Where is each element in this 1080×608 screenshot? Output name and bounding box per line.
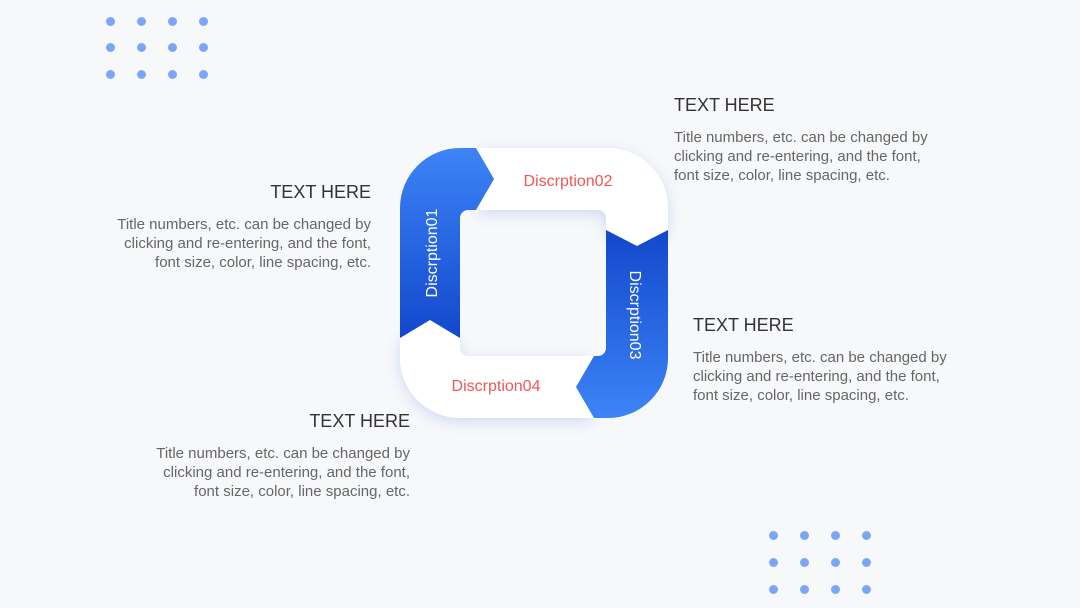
block-body: Title numbers, etc. can be changed by cl… bbox=[81, 215, 371, 272]
block-title: TEXT HERE bbox=[309, 411, 410, 431]
decorative-dot bbox=[800, 531, 809, 540]
decorative-dot bbox=[769, 531, 778, 540]
cycle-segment-3 bbox=[576, 230, 668, 418]
cycle-segment-1 bbox=[400, 148, 494, 338]
decorative-dot bbox=[106, 16, 115, 26]
block-body-line: clicking and re-entering, and the font, bbox=[693, 368, 940, 385]
decorative-dot bbox=[137, 69, 146, 79]
segment-label-1: Discrption01 bbox=[424, 208, 441, 297]
decorative-dot bbox=[831, 531, 840, 540]
segment-label-3: Discrption03 bbox=[626, 271, 643, 360]
text-block-2: TEXT HERE Title numbers, etc. can be cha… bbox=[674, 94, 964, 185]
cycle-segment-2 bbox=[476, 148, 668, 246]
decorative-dot bbox=[137, 16, 146, 26]
decorative-dot bbox=[168, 69, 177, 79]
segment-label-4: Discrption04 bbox=[452, 378, 541, 395]
decorative-dot bbox=[199, 43, 208, 52]
block-body-line: clicking and re-entering, and the font, bbox=[674, 148, 921, 165]
decorative-dot bbox=[831, 585, 840, 594]
decorative-dot bbox=[831, 558, 840, 567]
decorative-dot bbox=[800, 585, 809, 594]
block-body-line: Title numbers, etc. can be changed by bbox=[156, 445, 410, 462]
block-body-line: font size, color, line spacing, etc. bbox=[155, 254, 371, 271]
decorative-dot bbox=[862, 531, 871, 540]
cycle-segment-4 bbox=[400, 320, 594, 418]
decorative-dot bbox=[862, 558, 871, 567]
block-body-line: Title numbers, etc. can be changed by bbox=[117, 216, 371, 233]
decorative-dot bbox=[106, 69, 115, 79]
block-title: TEXT HERE bbox=[693, 315, 794, 335]
block-body-line: clicking and re-entering, and the font, bbox=[163, 464, 410, 481]
decorative-dot bbox=[769, 585, 778, 594]
decorative-dot bbox=[800, 558, 809, 567]
decorative-dot bbox=[106, 43, 115, 52]
block-title: TEXT HERE bbox=[270, 182, 371, 202]
block-body: Title numbers, etc. can be changed by cl… bbox=[120, 444, 410, 501]
decorative-dot bbox=[199, 69, 208, 79]
segment-label-2: Discrption02 bbox=[524, 173, 613, 190]
block-body-line: Title numbers, etc. can be changed by bbox=[693, 349, 947, 366]
decorative-dot bbox=[137, 43, 146, 52]
decorative-dot bbox=[199, 16, 208, 26]
dot-grid-top-left bbox=[105, 0, 215, 85]
dot-grid-bottom-right bbox=[769, 530, 879, 600]
block-body-line: Title numbers, etc. can be changed by bbox=[674, 129, 928, 146]
decorative-dot bbox=[168, 16, 177, 26]
block-body: Title numbers, etc. can be changed by cl… bbox=[674, 128, 964, 185]
decorative-dot bbox=[769, 558, 778, 567]
block-body-line: font size, color, line spacing, etc. bbox=[674, 167, 890, 184]
block-body-line: clicking and re-entering, and the font, bbox=[124, 235, 371, 252]
block-body-line: font size, color, line spacing, etc. bbox=[194, 483, 410, 500]
text-block-1: TEXT HERE Title numbers, etc. can be cha… bbox=[81, 181, 371, 272]
block-body-line: font size, color, line spacing, etc. bbox=[693, 387, 909, 404]
block-title: TEXT HERE bbox=[674, 95, 775, 115]
decorative-dot bbox=[862, 585, 871, 594]
text-block-4: TEXT HERE Title numbers, etc. can be cha… bbox=[120, 410, 410, 501]
decorative-dot bbox=[168, 43, 177, 52]
text-block-3: TEXT HERE Title numbers, etc. can be cha… bbox=[693, 314, 983, 405]
block-body: Title numbers, etc. can be changed by cl… bbox=[693, 348, 983, 405]
